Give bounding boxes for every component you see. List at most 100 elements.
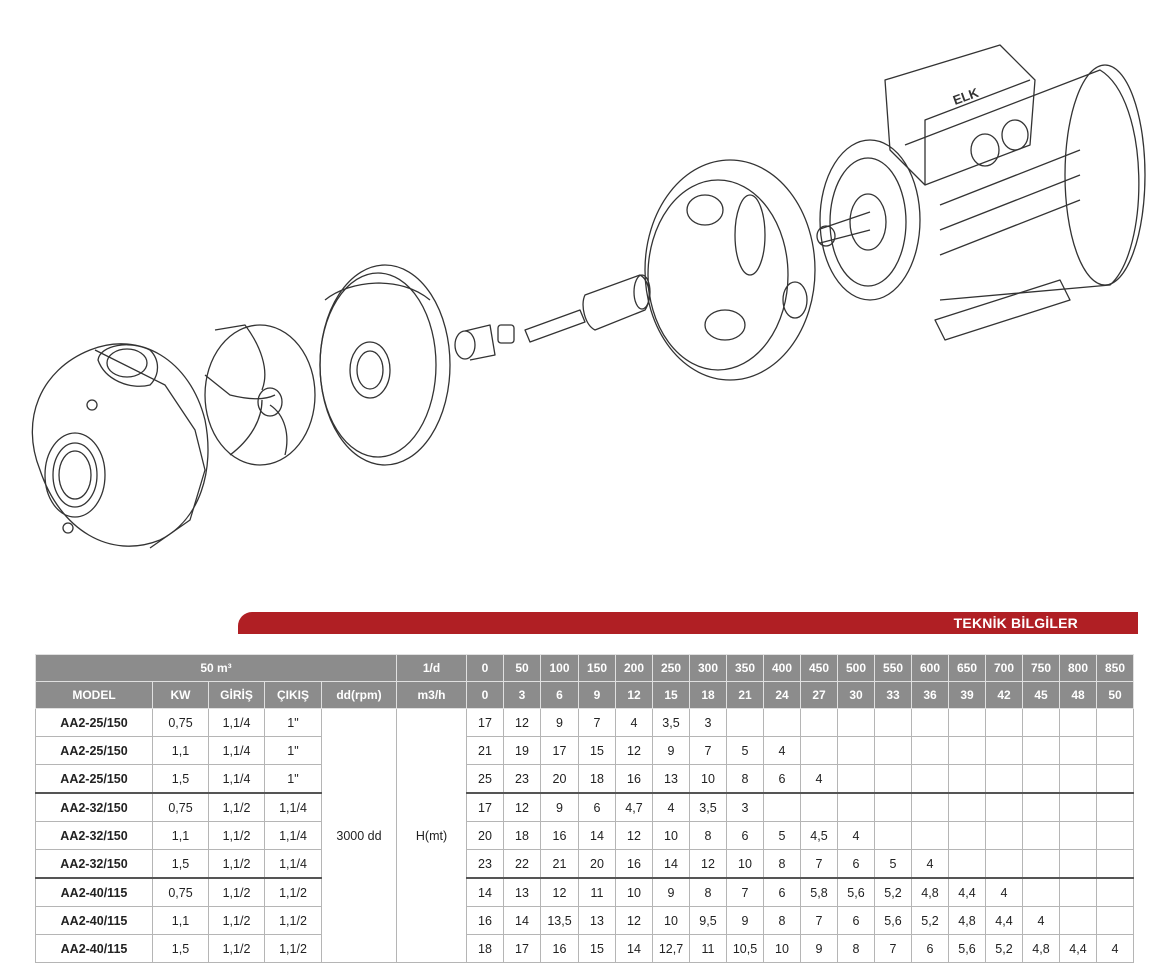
cikis-cell: 1,1/4 — [264, 849, 322, 879]
speed-cell: 3000 dd — [321, 708, 397, 963]
m3h-value: 24 — [763, 681, 801, 709]
head-value-cell — [874, 764, 912, 794]
pump-casing — [31, 343, 209, 549]
head-value-cell: 14 — [652, 849, 690, 879]
head-value-cell — [985, 736, 1023, 765]
cikis-cell: 1" — [264, 708, 322, 737]
head-value-cell: 10,5 — [726, 934, 764, 963]
head-value-cell — [911, 764, 949, 794]
header-rpm: dd(rpm) — [321, 681, 397, 709]
head-value-cell — [911, 821, 949, 850]
header-cikis: ÇIKIŞ — [264, 681, 322, 709]
model-cell: AA2-32/150 — [35, 792, 153, 822]
head-value-cell: 8 — [726, 764, 764, 794]
head-value-cell — [911, 792, 949, 822]
head-value-cell — [1022, 821, 1060, 850]
head-value-cell: 12 — [615, 821, 653, 850]
model-cell: AA2-40/115 — [35, 877, 153, 907]
m3h-value: 15 — [652, 681, 690, 709]
head-value-cell — [763, 708, 801, 737]
head-value-cell: 4,4 — [985, 906, 1023, 935]
head-value-cell: 17 — [503, 934, 541, 963]
head-value-cell — [874, 821, 912, 850]
impeller — [204, 324, 316, 466]
head-value-cell — [837, 736, 875, 765]
head-value-cell: 18 — [466, 934, 504, 963]
ld-value: 300 — [689, 654, 727, 682]
head-value-cell: 5,6 — [948, 934, 986, 963]
m3h-value: 50 — [1096, 681, 1134, 709]
head-value-cell: 7 — [726, 877, 764, 907]
header-flow-m3: 50 m³ — [35, 654, 397, 682]
kw-cell: 1,5 — [152, 849, 209, 879]
electric-motor — [816, 44, 1146, 341]
head-value-cell: 12 — [540, 877, 579, 907]
head-value-cell: 8 — [689, 821, 727, 850]
kw-cell: 1,1 — [152, 906, 209, 935]
head-value-cell: 4,7 — [615, 792, 653, 822]
head-value-cell: 7 — [874, 934, 912, 963]
head-value-cell: 9 — [540, 708, 579, 737]
head-value-cell — [1096, 764, 1134, 794]
head-value-cell: 4,8 — [948, 906, 986, 935]
m3h-value: 6 — [540, 681, 579, 709]
head-value-cell: 4 — [615, 708, 653, 737]
cikis-cell: 1,1/2 — [264, 906, 322, 935]
head-value-cell — [837, 708, 875, 737]
head-value-cell: 4 — [985, 877, 1023, 907]
head-value-cell: 4 — [1096, 934, 1134, 963]
head-value-cell: 5 — [874, 849, 912, 879]
head-value-cell — [837, 792, 875, 822]
section-banner: TEKNİK BİLGİLER — [238, 612, 1138, 634]
head-value-cell — [874, 792, 912, 822]
head-value-cell — [1096, 849, 1134, 879]
head-value-cell: 12 — [503, 792, 541, 822]
m3h-value: 36 — [911, 681, 949, 709]
head-value-cell — [1022, 764, 1060, 794]
head-value-cell: 9 — [726, 906, 764, 935]
head-unit-cell: H(mt) — [396, 708, 467, 963]
head-value-cell: 6 — [911, 934, 949, 963]
head-value-cell: 3,5 — [689, 792, 727, 822]
m3h-value: 39 — [948, 681, 986, 709]
head-value-cell: 13,5 — [540, 906, 579, 935]
head-value-cell — [948, 849, 986, 879]
kw-cell: 1,1 — [152, 821, 209, 850]
cikis-cell: 1,1/2 — [264, 934, 322, 963]
head-value-cell: 8 — [763, 849, 801, 879]
kw-cell: 0,75 — [152, 792, 209, 822]
head-value-cell: 4 — [837, 821, 875, 850]
head-value-cell — [1022, 736, 1060, 765]
ld-value: 0 — [466, 654, 504, 682]
header-unit-m3h: m3/h — [396, 681, 467, 709]
head-value-cell: 14 — [615, 934, 653, 963]
head-value-cell: 14 — [578, 821, 616, 850]
head-value-cell: 4,8 — [1022, 934, 1060, 963]
head-value-cell: 9 — [652, 877, 690, 907]
head-value-cell — [763, 792, 801, 822]
giris-cell: 1,1/4 — [208, 708, 265, 737]
head-value-cell: 5,2 — [911, 906, 949, 935]
head-value-cell: 15 — [578, 736, 616, 765]
head-value-cell: 3 — [689, 708, 727, 737]
head-value-cell: 5,2 — [874, 877, 912, 907]
giris-cell: 1,1/4 — [208, 736, 265, 765]
m3h-value: 9 — [578, 681, 616, 709]
model-cell: AA2-25/150 — [35, 764, 153, 794]
head-value-cell: 7 — [689, 736, 727, 765]
giris-cell: 1,1/2 — [208, 934, 265, 963]
head-value-cell: 11 — [578, 877, 616, 907]
pump-exploded-illustration: ELK — [31, 44, 1146, 549]
head-value-cell — [1059, 821, 1097, 850]
head-value-cell: 4 — [652, 792, 690, 822]
head-value-cell: 7 — [578, 708, 616, 737]
model-cell: AA2-25/150 — [35, 708, 153, 737]
head-value-cell: 16 — [615, 849, 653, 879]
header-row-columns: MODEL KW GİRİŞ ÇIKIŞ dd(rpm) m3/h 0 3 6 … — [35, 681, 1134, 709]
